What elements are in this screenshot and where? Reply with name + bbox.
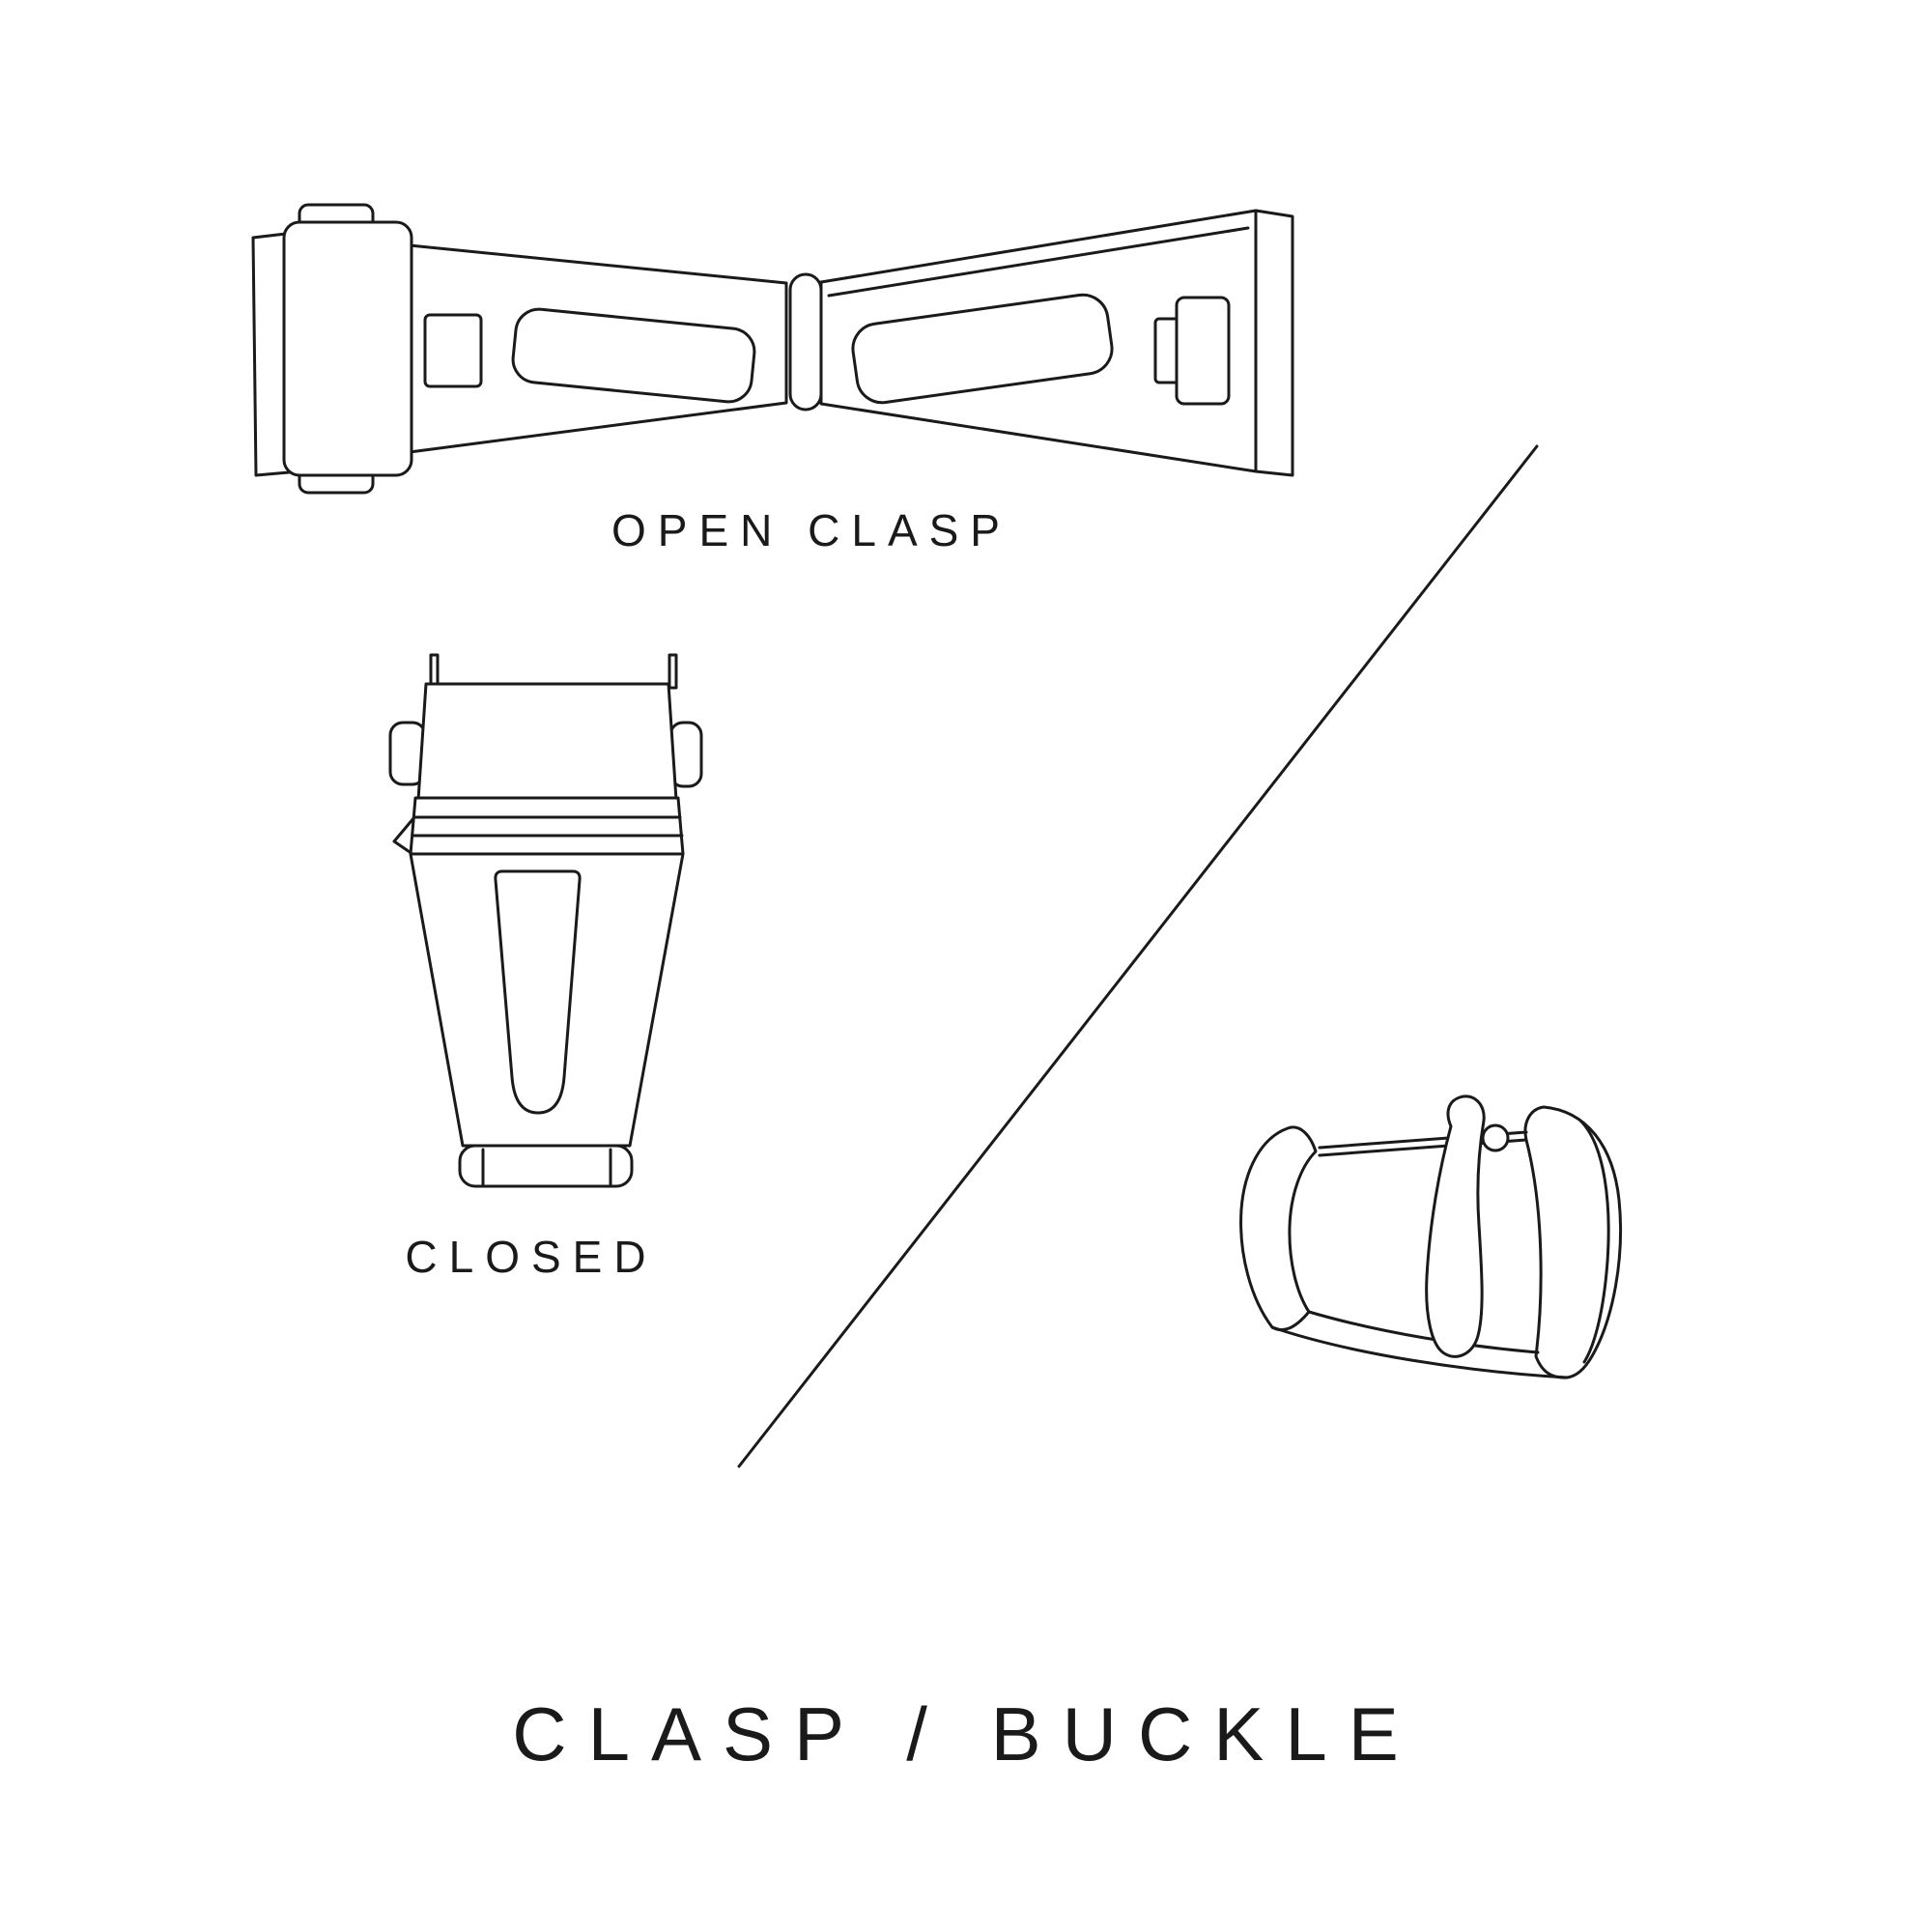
open-clasp-label: OPEN CLASP: [611, 505, 1011, 555]
closed-clasp-label: CLOSED: [405, 1232, 658, 1282]
divider-line: [737, 444, 1539, 1468]
buckle-illustration: [1239, 1094, 1622, 1379]
closed-clasp-illustration: [388, 653, 703, 1188]
page-title: CLASP / BUCKLE: [512, 1691, 1420, 1776]
open-clasp-illustration: [251, 203, 1294, 495]
